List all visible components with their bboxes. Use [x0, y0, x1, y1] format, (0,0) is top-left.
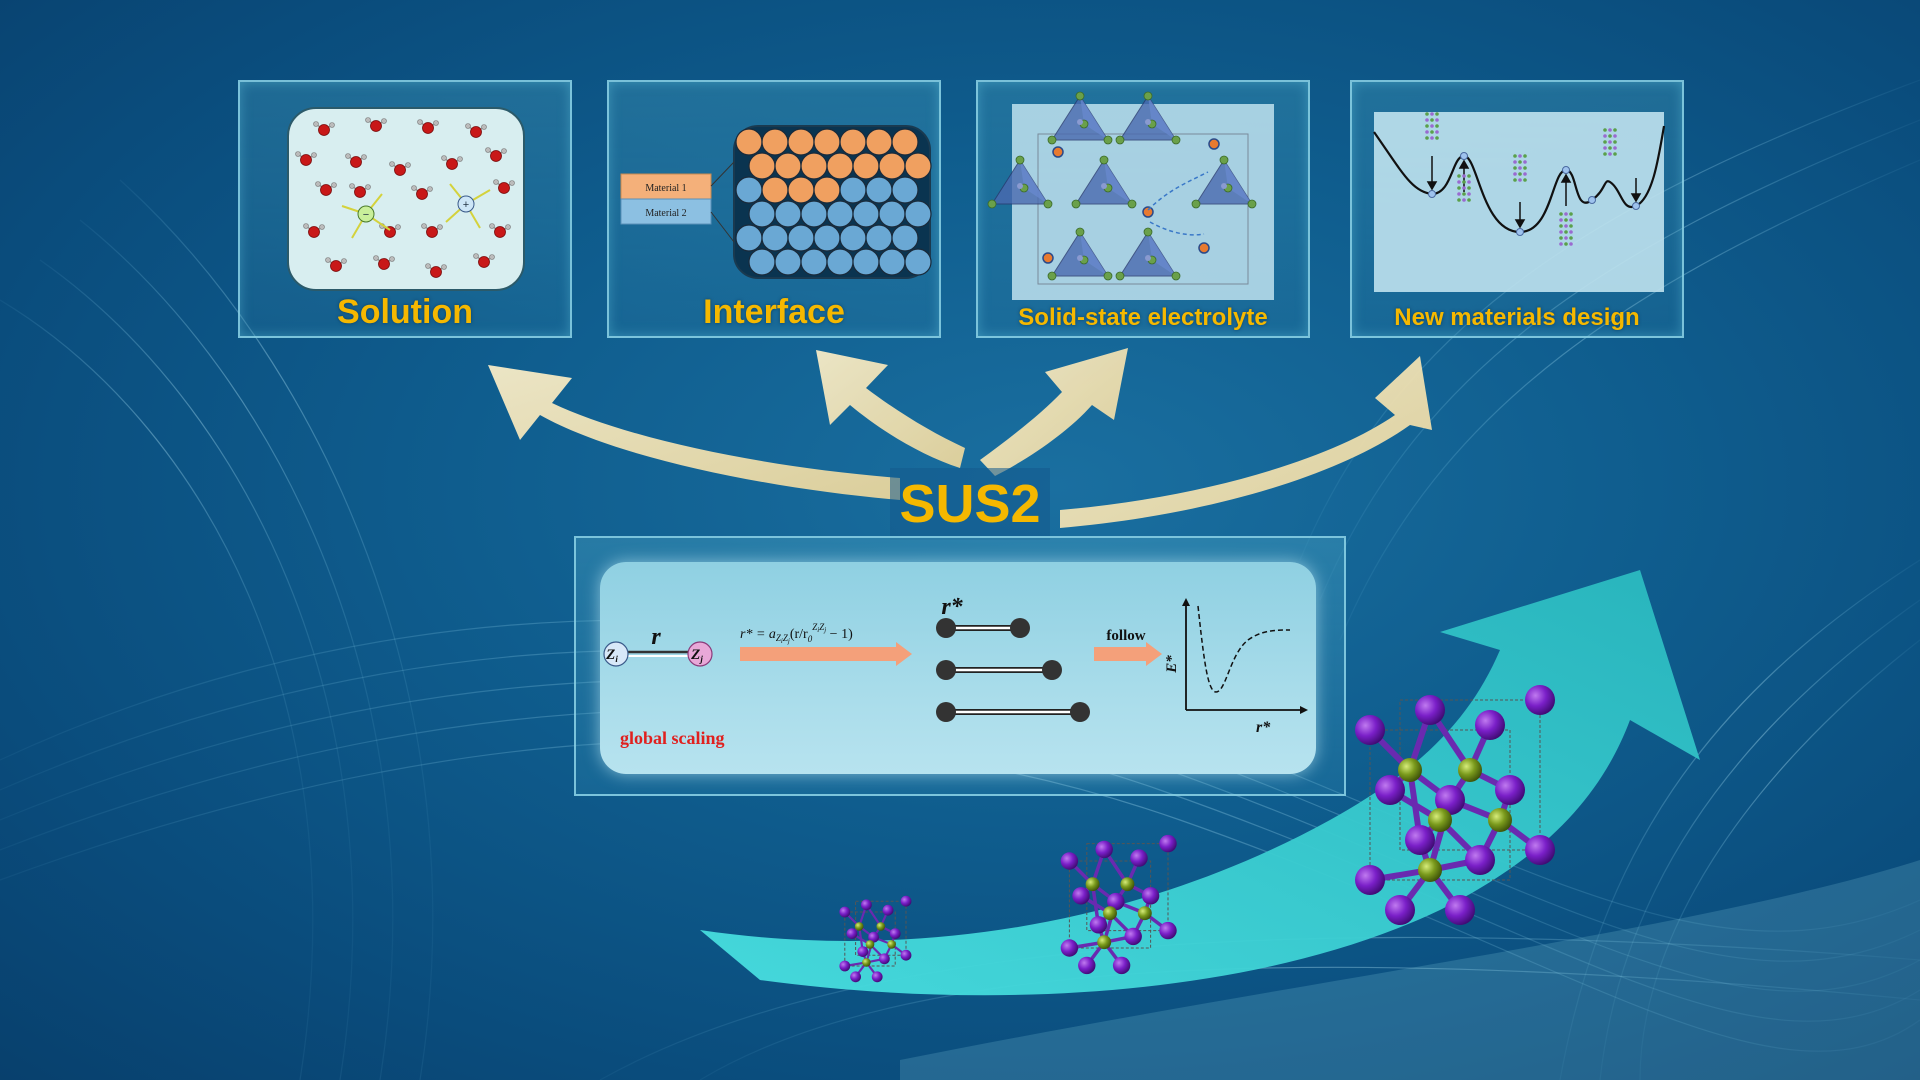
sus2-title: SUS2: [890, 468, 1050, 540]
crystal-small: [839, 895, 912, 983]
growth-arrow: [700, 570, 1700, 996]
arrows-up: [488, 348, 1432, 528]
axis-e-label: E*: [1164, 655, 1180, 674]
crystal-medium: [1060, 834, 1177, 975]
panel-title-solid-state-electrolyte: Solid-state electrolyte: [1018, 304, 1268, 331]
material-2-label: Material 2: [645, 208, 686, 219]
panel-title-interface: Interface: [703, 293, 845, 331]
atom-zj: [687, 641, 713, 667]
axis-r-label: r*: [1256, 719, 1271, 736]
panel-title-new-materials-design: New materials design: [1394, 304, 1640, 331]
panel-title-solution: Solution: [337, 293, 473, 331]
svg-text:+: +: [463, 199, 469, 211]
atom-zi: [603, 641, 629, 667]
scaling-scheme-box: Zi Zj r r* = aZiZj(r/r0ZiZj − 1) r*: [574, 536, 1346, 796]
global-scaling-label: global scaling: [620, 728, 725, 748]
follow-label: follow: [1106, 628, 1145, 644]
panel-solution: − + Solution: [238, 80, 572, 338]
interface-illustration: Material 1 Material 2: [620, 125, 932, 279]
energy-landscape-illustration: [1373, 112, 1666, 292]
scaled-bonds: [936, 618, 1090, 722]
panel-new-materials-design: New materials design: [1350, 80, 1684, 338]
crystal-large: [1355, 685, 1555, 925]
svg-text:Zi: Zi: [605, 647, 618, 664]
potential-plot: E* r*: [1164, 598, 1308, 736]
scaling-scheme: Zi Zj r r* = aZiZj(r/r0ZiZj − 1) r*: [603, 594, 1308, 748]
rstar-label: r*: [941, 594, 963, 620]
panel-solid-state-electrolyte: Solid-state electrolyte: [976, 80, 1310, 338]
solution-illustration: − +: [287, 107, 525, 291]
svg-text:−: −: [363, 209, 369, 221]
r-label: r: [651, 624, 661, 650]
svg-text:Zj: Zj: [690, 647, 703, 664]
formula: r* = aZiZj(r/r0ZiZj − 1): [740, 622, 853, 645]
electrolyte-illustration: [987, 91, 1274, 300]
panel-interface: Material 1 Material 2 Interface: [607, 80, 941, 338]
scaling-scheme-inner: Zi Zj r r* = aZiZj(r/r0ZiZj − 1) r*: [600, 562, 1316, 774]
material-1-label: Material 1: [645, 183, 686, 194]
